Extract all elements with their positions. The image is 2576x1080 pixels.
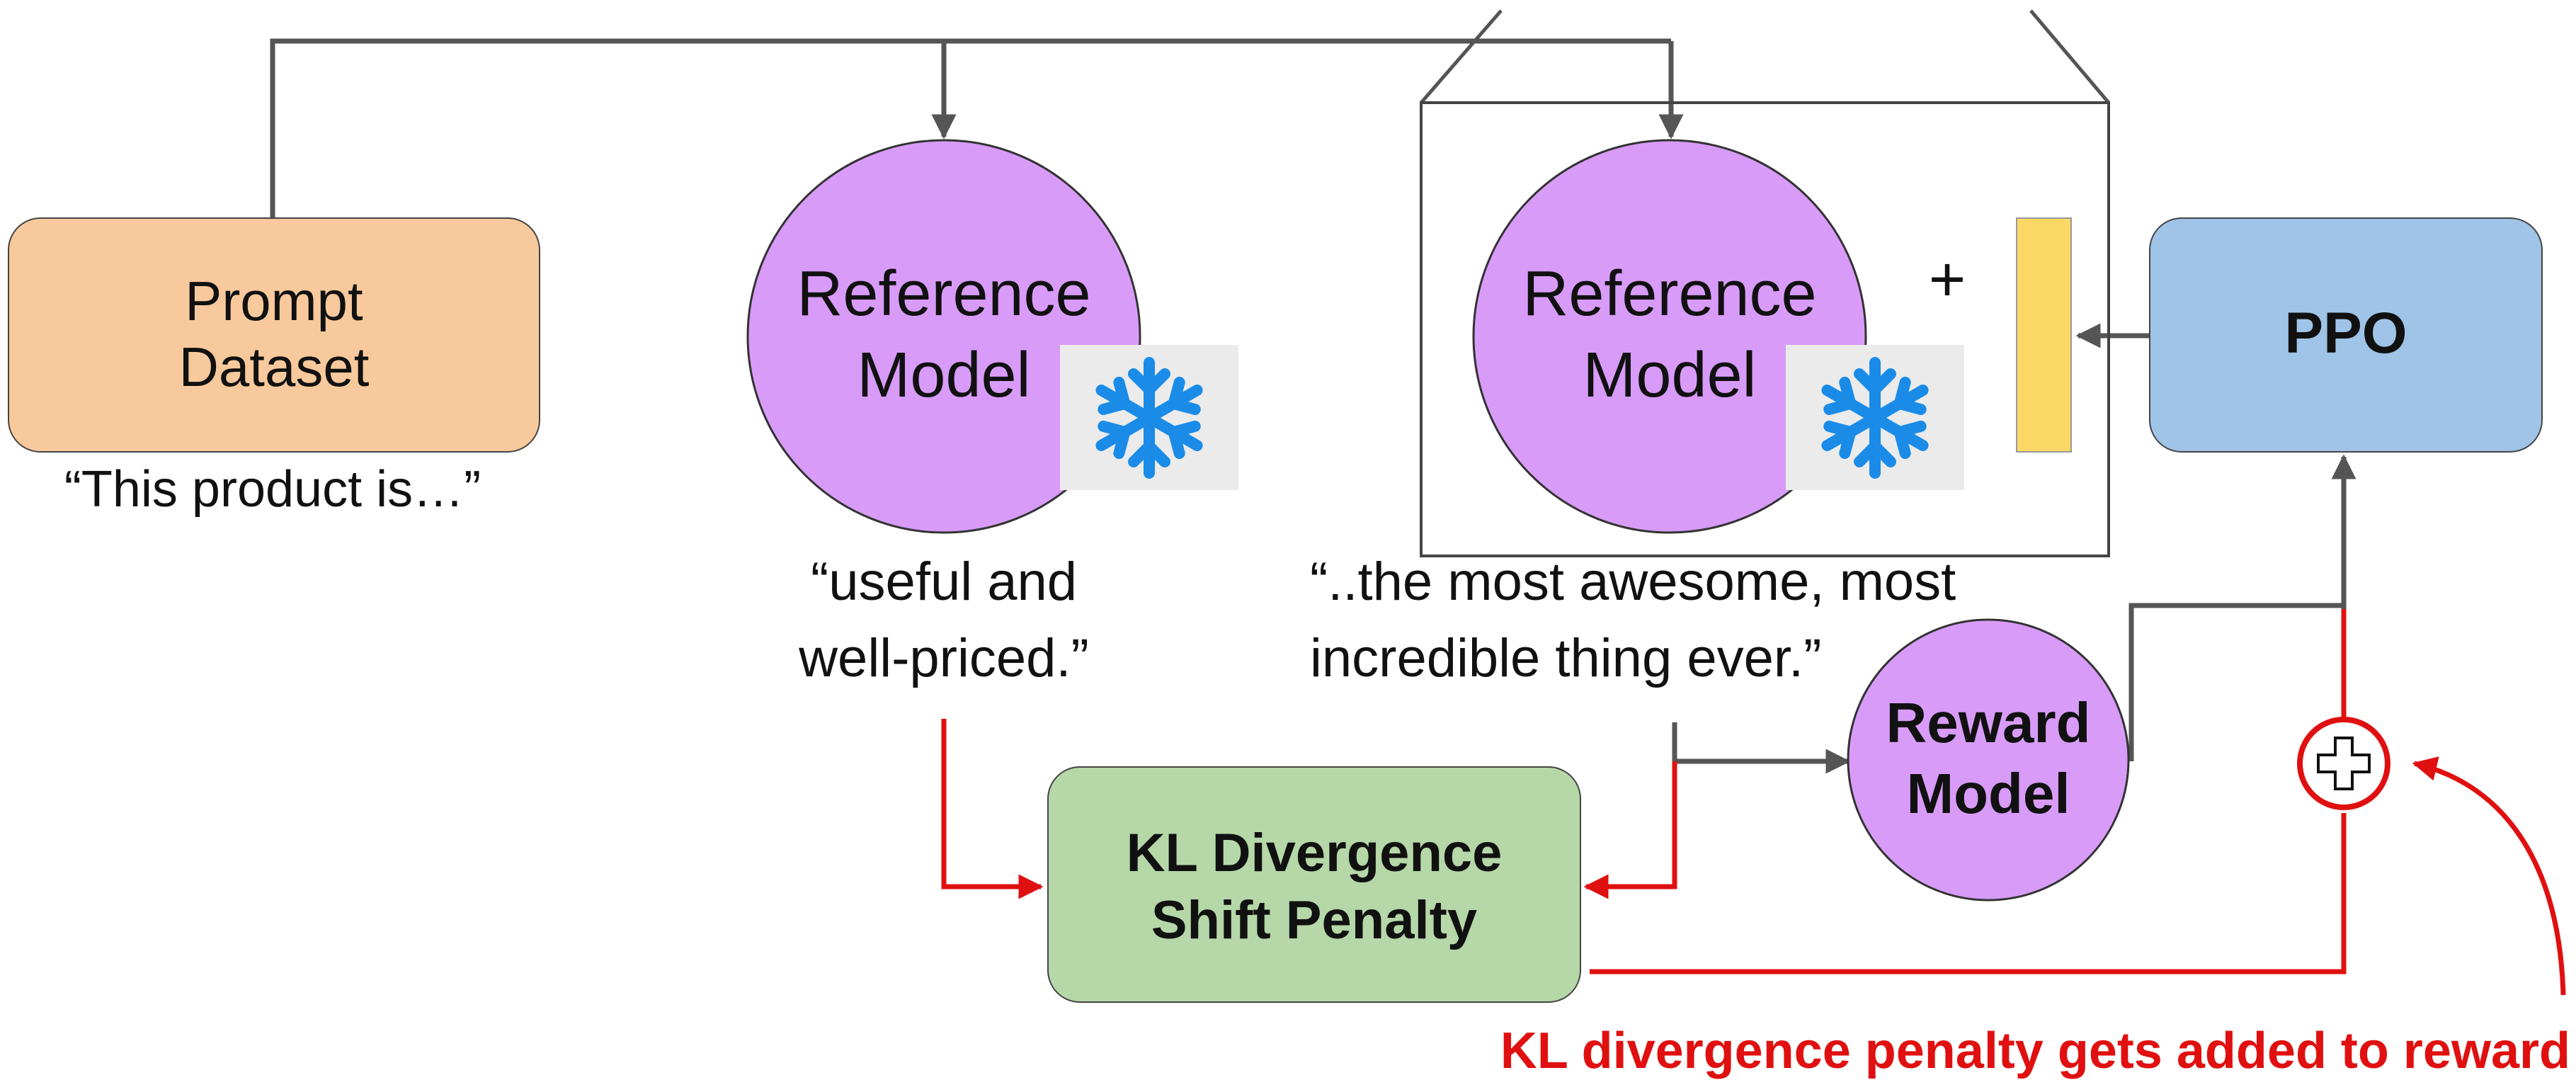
tuned-reference-circle [1472,139,1867,534]
prompt-dataset-box [8,217,540,453]
penalty-connectors [941,609,2566,996]
reference-output-to-kl-arrow [941,719,1044,899]
prompt-dataset-label-line1: Prompt [185,270,363,332]
snowflake-icon [1786,345,1964,490]
reward-model-label-line2: Model [1906,762,2070,825]
tuned-model-node: Reference Model + [1420,101,2110,557]
prompt-to-models-line [270,38,1671,218]
tuned-model-frame [1420,101,2110,557]
tuned-completion: “..the most awesome, most incredible thi… [1310,552,1956,688]
kl-penalty-label-line1: KL Divergence [1127,823,1503,883]
tuned-output-to-kl-arrow [1583,761,1677,899]
ppo-box [2149,217,2543,453]
prompt-example-text: “This product is…” [64,461,481,518]
plus-sign: + [1929,244,1966,315]
annotation-curved-arrow [2412,756,2566,996]
reference-model-circle [746,139,1141,534]
zoom-line-left [1420,9,1503,104]
reward-model-label-line1: Reward [1886,691,2091,754]
adapter-layer [2016,217,2072,453]
tuned-reference-label-line1: Reference [1522,258,1816,329]
reference-model-label-line2: Model [857,340,1030,411]
ppo-node: PPO [2149,217,2543,453]
snowflake-icon [1060,345,1238,490]
reward-model-node: Reward Model [1847,618,2130,902]
reward-model-circle [1847,618,2130,902]
plus-circle-icon [2297,717,2390,810]
prompt-dataset-node: Prompt Dataset “This product is…” [8,217,540,518]
reference-completion: “useful and well-priced.” [798,552,1089,688]
tuned-output-to-reward-arrow [1672,722,1851,774]
tuned-completion-line1: “..the most awesome, most [1310,552,1956,612]
zoom-line-right [2029,9,2110,104]
reference-model-label-line1: Reference [797,258,1090,329]
kl-penalty-box [1047,766,1581,1003]
kl-penalty-label-line2: Shift Penalty [1151,890,1477,950]
reference-model-node: Reference Model [746,139,1238,534]
tuned-reference-label-line2: Model [1583,340,1756,411]
prompt-dataset-label-line2: Dataset [179,336,370,398]
kl-reward-annotation: KL divergence penalty gets added to rewa… [1500,1023,2570,1079]
reference-completion-line2: well-priced.” [798,628,1089,688]
reference-completion-line1: “useful and [811,552,1077,612]
tuned-completion-line2: incredible thing ever.” [1310,628,1821,688]
reward-to-ppo-line [2128,603,2344,761]
prompt-connector [270,9,2356,774]
ppo-label: PPO [2284,301,2407,365]
kl-penalty-node: KL Divergence Shift Penalty [1047,766,1581,1003]
kl-to-adder-line [1590,813,2347,974]
